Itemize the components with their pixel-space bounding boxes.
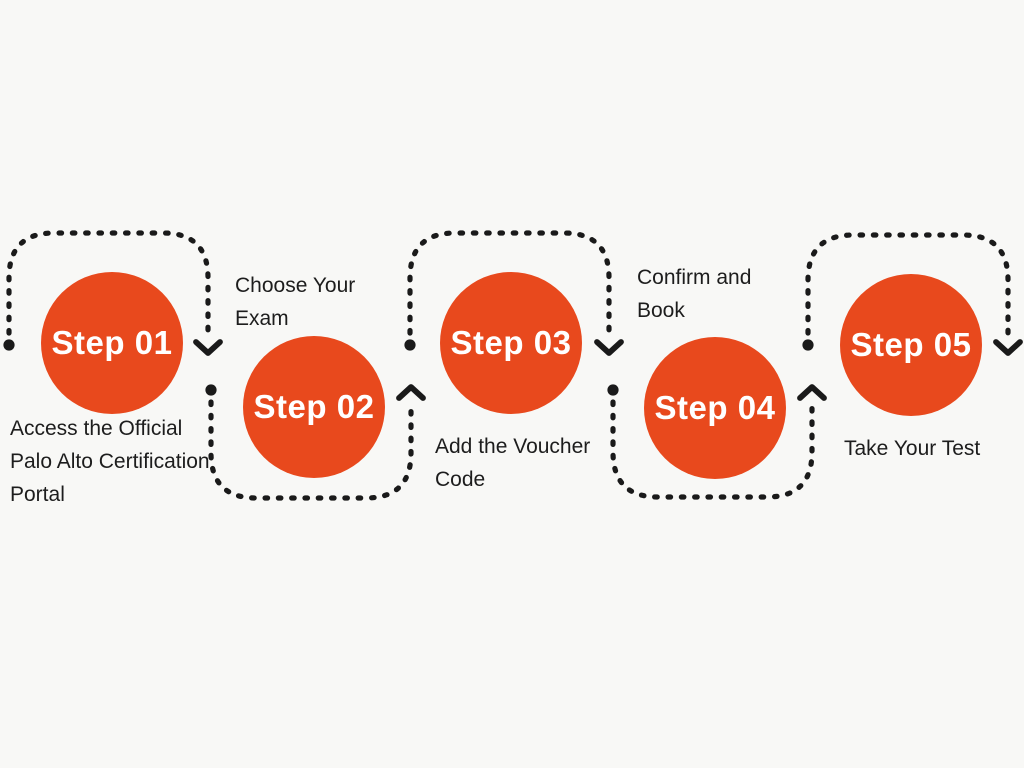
arrow-up-icon (797, 384, 827, 401)
connector-start-dot (3, 339, 15, 351)
arrow-down-icon (594, 339, 624, 356)
step-2-label: Step 02 (253, 388, 375, 425)
connector-arc-2 (205, 384, 426, 501)
step-circle-3: Step 03 (440, 272, 582, 414)
connector-arc-4 (607, 384, 827, 500)
step-5-description: Take Your Test (844, 437, 981, 460)
connector-arc-1 (3, 230, 223, 356)
connector-start-dot (205, 384, 217, 396)
step-circle-4: Step 04 (644, 337, 786, 479)
connector-start-dot (404, 339, 416, 351)
step-3-description: Add the Voucher Code (435, 435, 591, 491)
connector-start-dot (802, 339, 814, 351)
connector-arc-5 (802, 232, 1023, 356)
step-circle-2: Step 02 (243, 336, 385, 478)
step-2-description: Choose Your Exam (235, 274, 356, 330)
arrow-down-icon (193, 339, 223, 356)
step-3-label: Step 03 (450, 324, 572, 361)
step-4-description: Confirm and Book (637, 266, 752, 322)
connector-arc-3 (404, 230, 624, 356)
arrow-down-icon (993, 339, 1023, 356)
connector-start-dot (607, 384, 619, 396)
step-circle-5: Step 05 (840, 274, 982, 416)
step-4-label: Step 04 (654, 389, 776, 426)
step-1-label: Step 01 (51, 324, 173, 361)
step-1-description: Access the Official Palo Alto Certificat… (10, 417, 210, 506)
step-5-label: Step 05 (850, 326, 972, 363)
step-circle-1: Step 01 (41, 272, 183, 414)
arrow-up-icon (396, 384, 426, 401)
